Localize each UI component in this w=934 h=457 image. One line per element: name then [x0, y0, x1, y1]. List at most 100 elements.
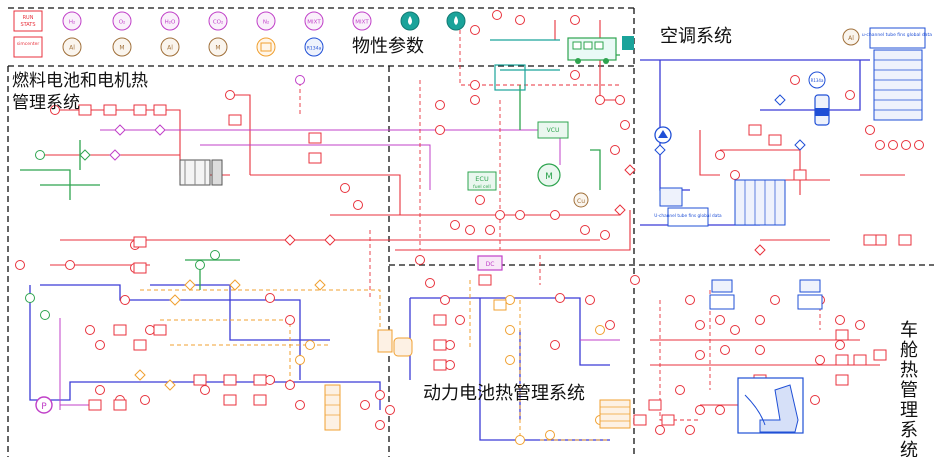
valve-icon[interactable] [184, 279, 196, 291]
sensor-node[interactable] [95, 340, 105, 350]
sensor-node[interactable] [585, 295, 595, 305]
sensor-node[interactable] [630, 275, 640, 285]
valve-icon[interactable] [134, 369, 146, 381]
component-block[interactable] [88, 399, 102, 411]
sensor-node[interactable] [305, 340, 315, 350]
valve-icon[interactable] [774, 94, 786, 106]
valve-icon[interactable] [79, 149, 91, 161]
sensor-node[interactable] [550, 340, 560, 350]
sensor-node[interactable] [40, 310, 50, 320]
sensor-node[interactable] [360, 400, 370, 410]
battery-heat-exchanger[interactable] [599, 399, 631, 429]
sensor-node[interactable] [600, 230, 610, 240]
cabin-heater-blocks[interactable] [709, 279, 823, 310]
sensor-node[interactable] [435, 125, 445, 135]
sensor-node[interactable] [901, 140, 911, 150]
sensor-node[interactable] [610, 145, 620, 155]
component-block[interactable] [898, 234, 912, 246]
sensor-node[interactable] [505, 295, 515, 305]
sensor-node[interactable] [455, 315, 465, 325]
sensor-node[interactable] [475, 195, 485, 205]
ecu-block[interactable]: ECU fuel cell [467, 171, 497, 191]
sensor-node[interactable] [605, 320, 615, 330]
sensor-node[interactable] [695, 320, 705, 330]
sensor-node[interactable] [435, 100, 445, 110]
sensor-node[interactable] [140, 395, 150, 405]
sensor-node[interactable] [715, 150, 725, 160]
sensor-node[interactable] [515, 15, 525, 25]
property-fluid-icon[interactable]: CO₂ [208, 11, 228, 31]
component-block[interactable] [78, 104, 92, 116]
valve-icon[interactable] [754, 244, 766, 256]
sensor-node[interactable] [685, 295, 695, 305]
sensor-node[interactable] [815, 355, 825, 365]
sensor-node[interactable] [15, 260, 25, 270]
component-block[interactable] [103, 104, 117, 116]
valve-icon[interactable] [654, 144, 666, 156]
dc-converter-block[interactable]: DC [477, 255, 503, 271]
component-block[interactable] [308, 152, 322, 164]
air-gauge-icon[interactable] [446, 11, 466, 31]
sensor-node[interactable] [375, 390, 385, 400]
sensor-node[interactable] [470, 25, 480, 35]
component-block[interactable] [873, 349, 887, 361]
component-block[interactable] [793, 169, 807, 181]
motor-block[interactable]: M [537, 163, 561, 187]
sensor-node[interactable] [85, 325, 95, 335]
property-fluid-icon[interactable]: MIXT [352, 11, 372, 31]
valve-icon[interactable] [624, 164, 636, 176]
component-block[interactable] [133, 236, 147, 248]
sensor-node[interactable] [715, 405, 725, 415]
component-block[interactable] [113, 324, 127, 336]
component-block[interactable] [748, 124, 762, 136]
fuel-cell-stack[interactable] [179, 159, 223, 186]
simcenter-logo-icon[interactable]: simcenter [13, 36, 43, 58]
sensor-node[interactable] [295, 400, 305, 410]
sensor-node[interactable] [675, 385, 685, 395]
sensor-node[interactable] [375, 420, 385, 430]
valve-icon[interactable] [614, 204, 626, 216]
component-block[interactable] [113, 399, 127, 411]
component-block[interactable] [433, 314, 447, 326]
sensor-node[interactable] [470, 80, 480, 90]
sensor-node[interactable] [295, 75, 305, 85]
component-block[interactable] [835, 354, 849, 366]
valve-icon[interactable] [794, 139, 806, 151]
sensor-node[interactable] [515, 435, 525, 445]
valve-icon[interactable] [229, 279, 241, 291]
valve-icon[interactable] [164, 379, 176, 391]
sensor-node[interactable] [580, 225, 590, 235]
ac-condenser-block[interactable]: u-channel tube fins global data [862, 27, 932, 121]
valve-icon[interactable] [284, 234, 296, 246]
sensor-node[interactable] [835, 340, 845, 350]
sensor-node[interactable] [855, 320, 865, 330]
sensor-node[interactable] [445, 360, 455, 370]
component-block[interactable] [661, 414, 675, 426]
sensor-node[interactable] [65, 260, 75, 270]
motor-radiator[interactable] [377, 329, 413, 357]
sensor-node[interactable] [120, 295, 130, 305]
component-block[interactable] [648, 399, 662, 411]
sensor-node[interactable] [595, 325, 605, 335]
valve-icon[interactable] [169, 294, 181, 306]
sensor-node[interactable] [685, 425, 695, 435]
sensor-node[interactable] [485, 225, 495, 235]
sensor-node[interactable] [145, 325, 155, 335]
sensor-node[interactable] [492, 10, 502, 20]
sensor-node[interactable] [755, 345, 765, 355]
property-material-icon[interactable]: R134a [304, 37, 324, 57]
sensor-node[interactable] [620, 120, 630, 130]
sensor-node[interactable] [790, 75, 800, 85]
sensor-node[interactable] [415, 255, 425, 265]
component-block[interactable] [493, 299, 507, 311]
sensor-node[interactable] [195, 260, 205, 270]
sensor-node[interactable] [340, 183, 350, 193]
sensor-node[interactable] [515, 210, 525, 220]
water-drop-icon[interactable] [400, 11, 420, 31]
sensor-node[interactable] [695, 350, 705, 360]
component-block[interactable] [193, 374, 207, 386]
sensor-node[interactable] [265, 375, 275, 385]
sensor-node[interactable] [845, 90, 855, 100]
pump-p-bottom-left[interactable]: P [35, 396, 53, 414]
sensor-node[interactable] [495, 210, 505, 220]
